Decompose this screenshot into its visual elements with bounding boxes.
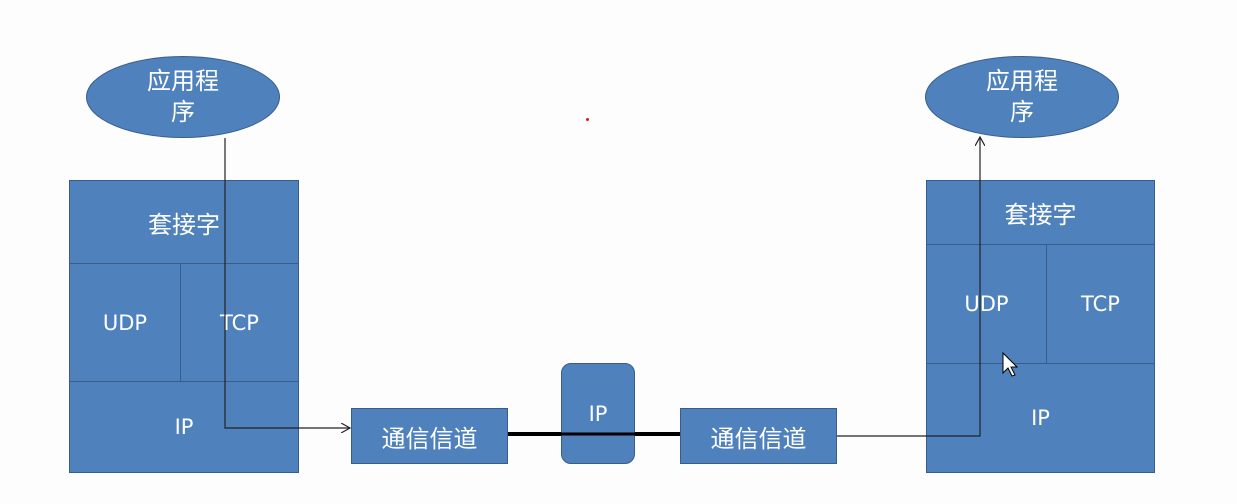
left-udp-layer: UDP: [69, 263, 181, 382]
left-udp-label: UDP: [102, 310, 148, 335]
right-ip-layer: IP: [926, 363, 1155, 473]
red-dot-mark: [586, 118, 589, 121]
left-ip-label: IP: [174, 415, 194, 439]
left-application-label: 应用程序: [147, 67, 219, 126]
right-udp-label: UDP: [964, 292, 1009, 316]
router-ip-label: IP: [588, 401, 608, 426]
left-socket-label: 套接字: [148, 210, 220, 239]
right-application-label: 应用程序: [986, 67, 1058, 126]
right-application-ellipse: 应用程序: [925, 56, 1119, 138]
router-ip-box: IP: [561, 363, 635, 464]
left-channel-label: 通信信道: [381, 424, 478, 453]
right-tcp-label: TCP: [1081, 292, 1120, 316]
left-tcp-layer: TCP: [180, 263, 299, 382]
left-application-ellipse: 应用程序: [86, 56, 280, 138]
left-socket-layer: 套接字: [69, 180, 299, 264]
right-ip-label: IP: [1031, 406, 1050, 430]
right-channel-label: 通信信道: [710, 424, 807, 453]
right-udp-layer: UDP: [926, 244, 1047, 364]
right-socket-label: 套接字: [1004, 201, 1077, 229]
left-tcp-label: TCP: [220, 310, 259, 335]
right-socket-layer: 套接字: [926, 180, 1155, 245]
left-ip-layer: IP: [69, 381, 299, 473]
left-channel-box: 通信信道: [351, 408, 508, 464]
right-channel-box: 通信信道: [680, 408, 837, 464]
right-tcp-layer: TCP: [1046, 244, 1155, 364]
